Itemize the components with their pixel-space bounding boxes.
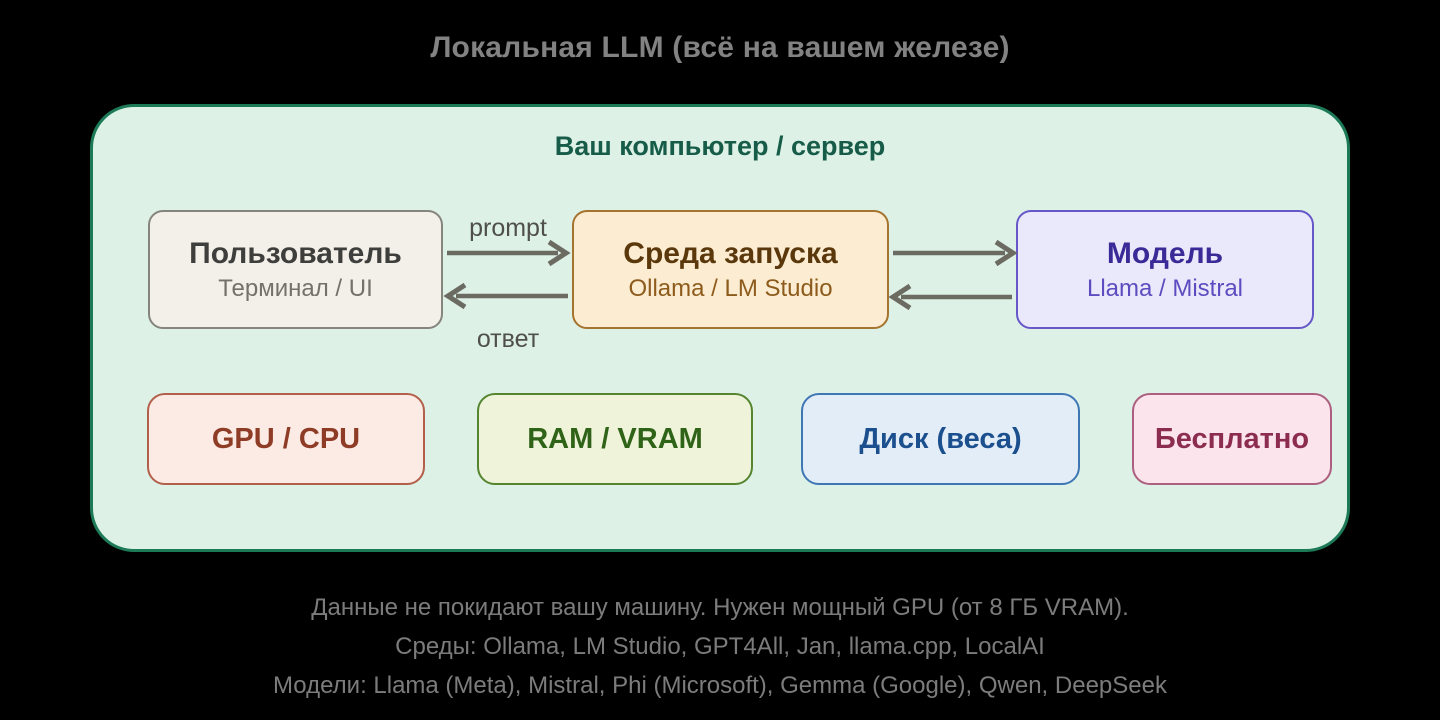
node-model: Модель Llama / Mistral — [1016, 210, 1314, 329]
feature-free: Бесплатно — [1132, 393, 1332, 485]
feature-gpu-cpu: GPU / CPU — [147, 393, 425, 485]
node-user-title: Пользователь — [189, 236, 402, 270]
page-title: Локальная LLM (всё на вашем железе) — [430, 31, 1010, 64]
node-runtime-subtitle: Ollama / LM Studio — [628, 274, 833, 302]
container-title: Ваш компьютер / сервер — [554, 131, 886, 161]
footer-line-models: Модели: Llama (Meta), Mistral, Phi (Micr… — [273, 672, 1167, 699]
node-user-subtitle: Терминал / UI — [218, 274, 373, 302]
answer-arrow-label: ответ — [476, 325, 540, 353]
feature-disk-weights: Диск (веса) — [801, 393, 1080, 485]
node-runtime: Среда запуска Ollama / LM Studio — [572, 210, 889, 329]
prompt-arrow-label: prompt — [469, 214, 547, 242]
footer-notes: Данные не покидают вашу машину. Нужен мо… — [0, 588, 1440, 705]
footer-line-runtimes: Среды: Ollama, LM Studio, GPT4All, Jan, … — [395, 633, 1045, 660]
node-runtime-title: Среда запуска — [623, 236, 838, 270]
feature-free-label: Бесплатно — [1154, 422, 1310, 455]
footer-line-privacy: Данные не покидают вашу машину. Нужен мо… — [311, 594, 1129, 621]
node-model-subtitle: Llama / Mistral — [1086, 274, 1244, 302]
feature-ram-vram-label: RAM / VRAM — [527, 422, 703, 455]
node-user: Пользователь Терминал / UI — [148, 210, 443, 329]
feature-gpu-cpu-label: GPU / CPU — [211, 422, 361, 455]
feature-disk-weights-label: Диск (веса) — [859, 422, 1022, 455]
node-model-title: Модель — [1106, 236, 1224, 270]
feature-ram-vram: RAM / VRAM — [477, 393, 753, 485]
